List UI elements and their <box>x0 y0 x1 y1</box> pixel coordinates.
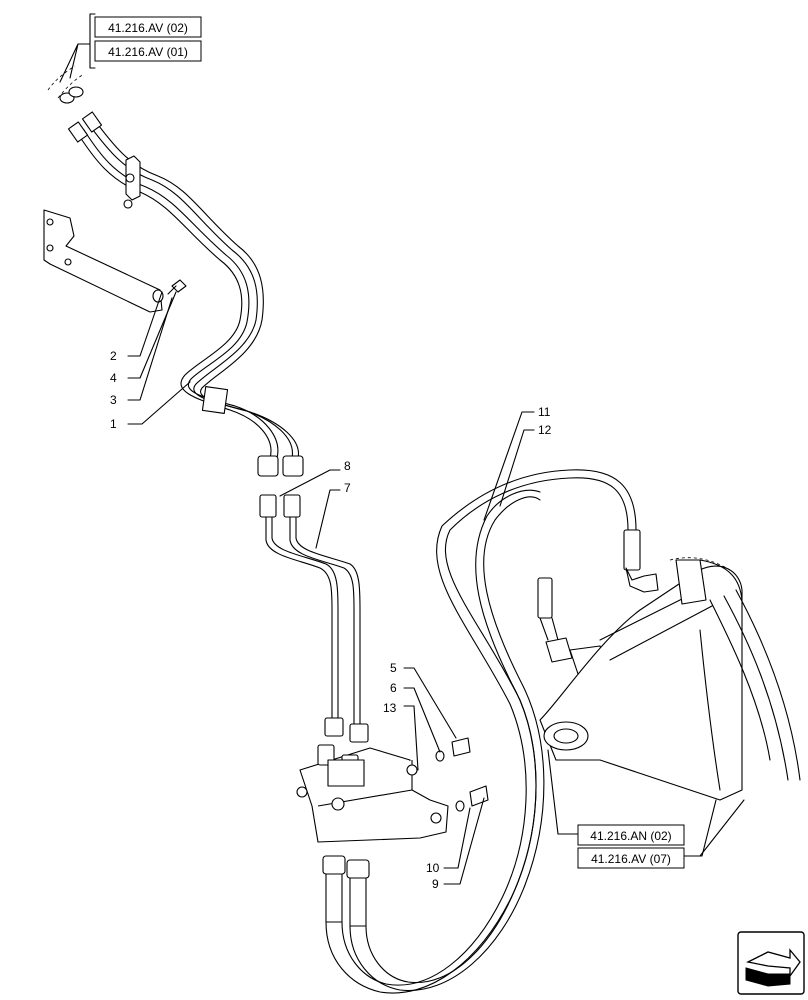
callout-3: 3 <box>110 393 117 407</box>
reference-top-1[interactable]: 41.216.AV (02) <box>108 21 188 35</box>
leader-lines <box>127 291 745 885</box>
callout-12: 12 <box>538 423 552 437</box>
callout-11: 11 <box>538 405 551 419</box>
callout-13: 13 <box>383 701 397 715</box>
callout-5: 5 <box>390 661 397 675</box>
top-reference-group: 41.216.AV (02) 41.216.AV (01) <box>59 13 202 83</box>
valve-block <box>296 737 489 843</box>
next-page-arrow-icon[interactable] <box>737 931 805 995</box>
lower-hoses <box>322 469 659 994</box>
callout-1: 1 <box>110 417 117 431</box>
middle-pipe-assembly <box>259 494 369 743</box>
reference-top-2[interactable]: 41.216.AV (01) <box>108 45 188 59</box>
reference-bottom-2[interactable]: 41.216.AV (07) <box>591 852 671 866</box>
hydraulic-cylinder <box>539 557 801 801</box>
callout-labels: 2 4 3 1 8 7 5 6 13 10 9 11 12 <box>110 349 552 891</box>
callout-2: 2 <box>110 349 117 363</box>
callout-4: 4 <box>110 371 117 385</box>
callout-9: 9 <box>432 877 439 891</box>
upper-pipe-assembly <box>47 65 304 477</box>
callout-7: 7 <box>344 481 351 495</box>
callout-6: 6 <box>390 681 397 695</box>
bracket-plate <box>43 209 187 313</box>
callout-8: 8 <box>344 459 351 473</box>
reference-bottom-1[interactable]: 41.216.AN (02) <box>590 829 671 843</box>
callout-10: 10 <box>426 861 440 875</box>
bottom-reference-group: 41.216.AN (02) 41.216.AV (07) <box>577 824 685 869</box>
